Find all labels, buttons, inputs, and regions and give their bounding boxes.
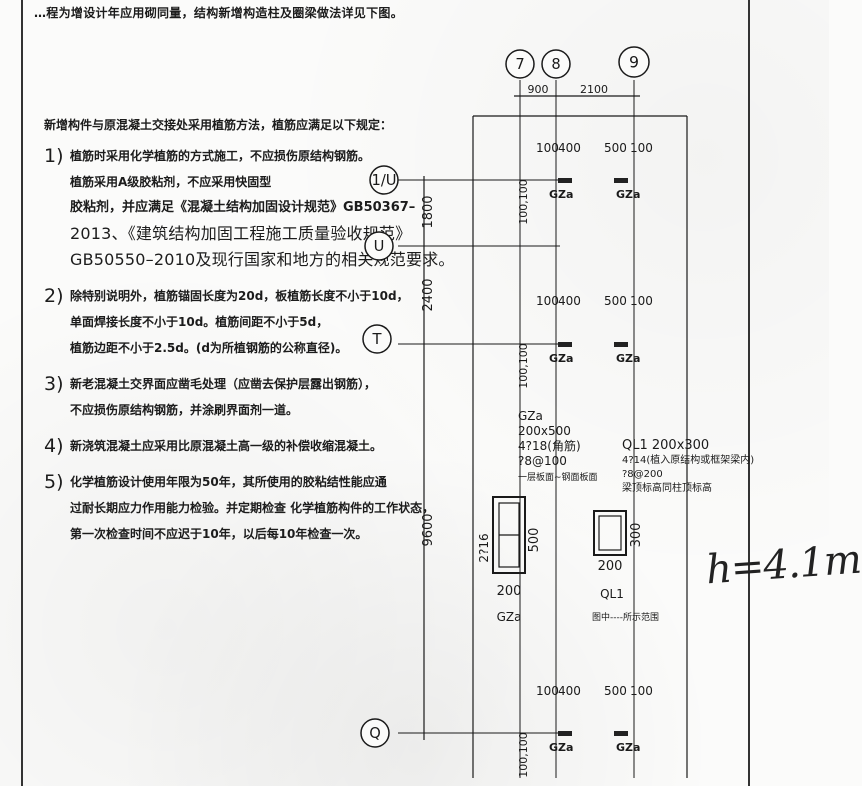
grid-row-t-bubble — [362, 324, 392, 354]
note-item-1: 1) 植筋时采用化学植筋的方式施工，不应损伤原结构钢筋。 植筋采用A级胶粘剂，不… — [44, 143, 455, 273]
handwritten-note: h=4.1m — [704, 536, 862, 594]
note-item-4: 4) 新浇筑混凝土应采用比原混凝土高一级的补偿收缩混凝土。 — [44, 433, 434, 459]
grid-row-u-label: U — [374, 238, 385, 255]
frame-left-border — [21, 0, 23, 786]
gza-spec-line: 4?18(角筋) — [518, 438, 581, 453]
gza-side-rebar: 2?16 — [477, 533, 491, 562]
gza-section-label: GZa — [497, 610, 522, 624]
note-number: 3) — [44, 373, 64, 395]
grid-row-t-label: T — [372, 331, 383, 348]
grid-row-1u-label: 1/U — [371, 172, 396, 189]
note-line: 2013、《建筑结构加固工程施工质量验收规范》 — [70, 224, 412, 243]
dim-100: 100 — [630, 684, 653, 698]
rebar-hatch-b — [614, 178, 628, 183]
note-line: 过耐长期应力作用能力检验。并定期检查 化学植筋构件的工作状态， — [70, 501, 435, 515]
dim-500: 500 — [604, 294, 627, 308]
note-line: 新浇筑混凝土应采用比原混凝土高一级的补偿收缩混凝土。 — [70, 439, 383, 453]
dim-side: 100,100 — [517, 179, 530, 225]
gza-mark: GZa — [549, 741, 573, 754]
dim-100: 100 — [630, 141, 653, 155]
note-line: 植筋边距不小于2.5d。(d为所植钢筋的公称直径)。 — [70, 341, 348, 355]
grid-column-8-bubble — [541, 49, 571, 79]
notes-title: 新增构件与原混凝土交接处采用植筋方法，植筋应满足以下规定： — [44, 118, 393, 132]
ql1-note: 图中----所示范围 — [592, 611, 659, 623]
dim-side: 100,100 — [517, 732, 530, 778]
note-line: 化学植筋设计使用年限为50年，其所使用的胶粘结性能应通 — [70, 475, 387, 489]
ql1-spec-line: ?8@200 — [622, 469, 663, 480]
note-line: 第一次检查时间不应迟于10年，以后每10年检查一次。 — [70, 527, 368, 541]
grid-column-9-label: 9 — [629, 52, 639, 71]
ql1-spec-line: 梁顶标高同柱顶标高 — [622, 481, 712, 494]
dim-side: 100,100 — [517, 343, 530, 389]
note-item-3: 3) 新老混凝土交界面应凿毛处理（应凿去保护层露出钢筋）， 不应损伤原结构钢筋，… — [44, 371, 434, 423]
gza-height: 500 — [527, 528, 542, 553]
grid-column-9-bubble — [618, 46, 650, 78]
note-line: 除特别说明外，植筋锚固长度为20d，板植筋长度不小于10d， — [70, 289, 409, 303]
gza-mark: GZa — [549, 188, 573, 201]
ql1-height: 300 — [629, 523, 644, 548]
row-spacing-9600: 9600 — [421, 513, 436, 546]
gza-section-outline — [492, 496, 526, 574]
notes-block: 新增构件与原混凝土交接处采用植筋方法，植筋应满足以下规定： 1) 植筋时采用化学… — [44, 116, 455, 547]
gza-spec-line: ?8@100 — [518, 454, 567, 468]
ql1-section-outline — [593, 510, 627, 556]
note-line: GB50550–2010及现行国家和地方的相关规范要求。 — [70, 250, 455, 269]
gza-mark: GZa — [549, 352, 573, 365]
ql1-spec-line: QL1 200x300 — [622, 438, 709, 453]
ql1-section-label: QL1 — [600, 587, 624, 601]
column-spacing-2100: 2100 — [580, 83, 608, 96]
rebar-hatch-b — [614, 342, 628, 347]
dim-100: 100 — [630, 294, 653, 308]
dim-400: 400 — [558, 684, 581, 698]
grid-column-7-bubble — [505, 49, 535, 79]
rebar-hatch-a — [558, 342, 572, 347]
gza-mark: GZa — [616, 741, 640, 754]
note-line: 单面焊接长度不小于10d。植筋间距不小于5d， — [70, 315, 329, 329]
gza-spec-line: GZa — [518, 409, 543, 423]
rebar-hatch-a — [558, 731, 572, 736]
gza-spec-line: 一层板面~钢面板面 — [518, 471, 598, 483]
rebar-hatch-b — [614, 731, 628, 736]
column-spacing-900: 900 — [528, 83, 549, 96]
frame-right-border — [748, 0, 750, 786]
gza-spec-line: 200x500 — [518, 424, 571, 438]
gza-mark: GZa — [616, 188, 640, 201]
note-line: 植筋采用A级胶粘剂，不应采用快固型 — [70, 175, 272, 189]
dim-100: 100 — [536, 294, 559, 308]
note-number: 2) — [44, 285, 64, 307]
gza-width: 200 — [497, 584, 522, 599]
grid-column-7-label: 7 — [515, 56, 524, 73]
note-line: 不应损伤原结构钢筋，并涂刷界面剂一道。 — [70, 403, 299, 417]
row-spacing-1800: 1800 — [421, 195, 436, 228]
dim-400: 400 — [558, 141, 581, 155]
note-number: 4) — [44, 435, 64, 457]
dim-400: 400 — [558, 294, 581, 308]
grid-row-q-label: Q — [369, 725, 381, 742]
grid-column-8-label: 8 — [551, 56, 560, 73]
note-number: 1) — [44, 145, 64, 167]
ql1-spec-line: 4?14(植入原结构或框架梁内) — [622, 453, 754, 466]
note-line: 新老混凝土交界面应凿毛处理（应凿去保护层露出钢筋）， — [70, 377, 377, 391]
dim-100: 100 — [536, 684, 559, 698]
note-item-5: 5) 化学植筋设计使用年限为50年，其所使用的胶粘结性能应通 过耐长期应力作用能… — [44, 469, 434, 547]
note-line: 胶粘剂，并应满足《混凝土结构加固设计规范》GB50367– — [70, 200, 416, 215]
dim-500: 500 — [604, 141, 627, 155]
ql1-width: 200 — [598, 559, 623, 574]
grid-row-u-bubble — [364, 231, 394, 261]
grid-row-1u-bubble — [369, 165, 399, 195]
dim-500: 500 — [604, 684, 627, 698]
row-spacing-2400: 2400 — [421, 278, 436, 311]
note-item-2: 2) 除特别说明外，植筋锚固长度为20d，板植筋长度不小于10d， 单面焊接长度… — [44, 283, 434, 361]
ql1-stirrup — [598, 515, 622, 551]
gza-mark: GZa — [616, 352, 640, 365]
grid-row-q-bubble — [360, 718, 390, 748]
header-fragment: …程为增设计年应用砌同量，结构新增构造柱及圈梁做法详见下图。 — [34, 6, 404, 20]
note-number: 5) — [44, 471, 64, 493]
rebar-hatch-a — [558, 178, 572, 183]
dim-100: 100 — [536, 141, 559, 155]
note-line: 植筋时采用化学植筋的方式施工，不应损伤原结构钢筋。 — [70, 149, 371, 163]
